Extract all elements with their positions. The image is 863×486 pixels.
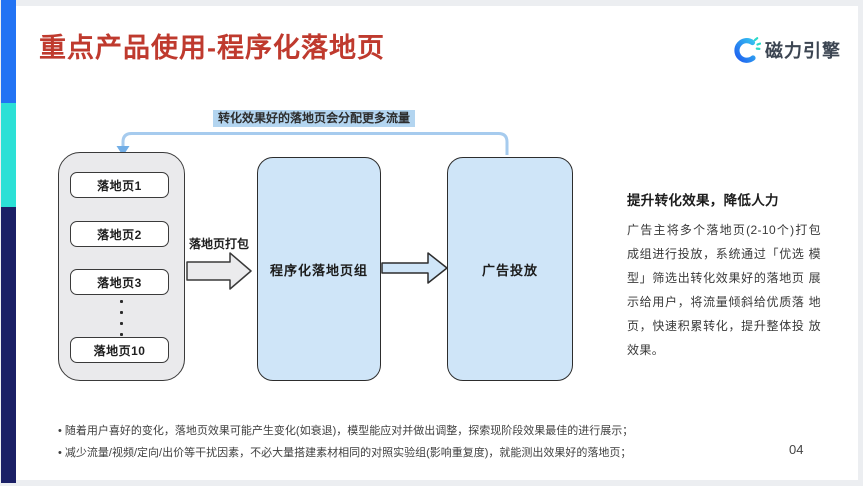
benefit-body: 广告主将多个落地页(2-10个)打包成组进行投放，系统通过「优选 模型」筛选出转…	[627, 223, 821, 357]
landing-page-item: 落地页2	[70, 221, 169, 247]
landing-page-stack: 落地页1 落地页2 落地页3 落地页10	[58, 152, 185, 381]
landing-page-item: 落地页1	[70, 172, 169, 198]
group-box: 程序化落地页组	[257, 157, 381, 381]
feedback-label: 转化效果好的落地页会分配更多流量	[213, 110, 416, 127]
accent-bar-blue	[1, 0, 16, 103]
footnote-item: 减少流量/视频/定向/出价等干扰因素，不必大量搭建素材相同的对照实验组(影响重复…	[58, 442, 678, 464]
accent-bar-navy	[1, 207, 16, 483]
brand-name: 磁力引擎	[765, 41, 841, 61]
footnotes: 随着用户喜好的变化，落地页效果可能产生变化(如衰退)，模型能应对并做出调整，探索…	[58, 420, 678, 464]
accent-bar-teal	[1, 103, 16, 207]
landing-page-item: 落地页3	[70, 269, 169, 295]
benefit-heading: 提升转化效果，降低人力	[627, 193, 779, 208]
footnote-item: 随着用户喜好的变化，落地页效果可能产生变化(如衰退)，模型能应对并做出调整，探索…	[58, 420, 678, 442]
page-title: 重点产品使用-程序化落地页	[39, 33, 385, 63]
page-number: 04	[789, 442, 804, 457]
magnet-c-icon	[734, 37, 761, 63]
delivery-box: 广告投放	[447, 157, 573, 381]
pack-arrow-label: 落地页打包	[189, 237, 250, 251]
brand-logo: 磁力引擎	[731, 35, 841, 65]
landing-page-item: 落地页10	[70, 337, 169, 363]
stack-ellipsis	[59, 300, 184, 336]
benefit-text-block: 提升转化效果，降低人力 广告主将多个落地页(2-10个)打包成组进行投放，系统通…	[627, 189, 821, 362]
